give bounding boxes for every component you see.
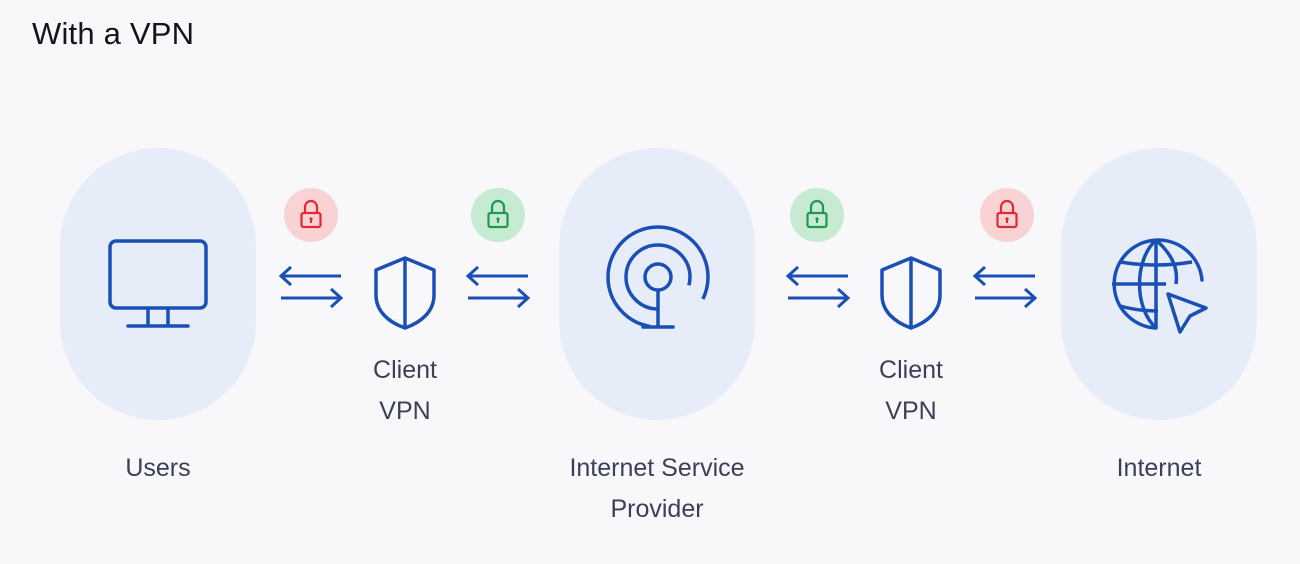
users-node	[60, 148, 256, 420]
users-label: Users	[28, 448, 288, 489]
bidirectional-arrow-icon	[278, 265, 344, 309]
internet-label-line: Internet	[1116, 454, 1202, 482]
shield-icon	[374, 256, 436, 330]
lock-badge-encrypted	[790, 188, 844, 242]
client-vpn-label: Client VPN	[851, 350, 971, 432]
isp-label-line: Internet Service	[569, 454, 745, 482]
padlock-icon	[806, 199, 828, 229]
isp-label: Internet Service Provider	[527, 448, 787, 530]
isp-label-line: Provider	[610, 495, 704, 523]
client-vpn-label: Client VPN	[345, 350, 465, 432]
bidirectional-arrow-icon	[785, 265, 851, 309]
lock-badge-encrypted	[471, 188, 525, 242]
padlock-icon	[300, 199, 322, 229]
bidirectional-arrow-icon	[465, 265, 531, 309]
client-vpn-label-line: VPN	[379, 397, 431, 425]
bidirectional-arrow-icon	[972, 265, 1038, 309]
broadcast-antenna-icon	[606, 225, 710, 329]
client-vpn-label-line: Client	[373, 356, 437, 384]
globe-cursor-icon	[1112, 238, 1208, 334]
lock-badge-unencrypted	[284, 188, 338, 242]
padlock-icon	[996, 199, 1018, 229]
client-vpn-label-line: Client	[879, 356, 943, 384]
padlock-icon	[487, 199, 509, 229]
internet-label: Internet	[1029, 448, 1289, 489]
diagram-title: With a VPN	[32, 16, 195, 51]
client-vpn-label-line: VPN	[885, 397, 937, 425]
lock-badge-unencrypted	[980, 188, 1034, 242]
shield-icon	[880, 256, 942, 330]
monitor-icon	[108, 239, 208, 328]
isp-node	[559, 148, 755, 420]
users-label-line: Users	[125, 454, 191, 482]
